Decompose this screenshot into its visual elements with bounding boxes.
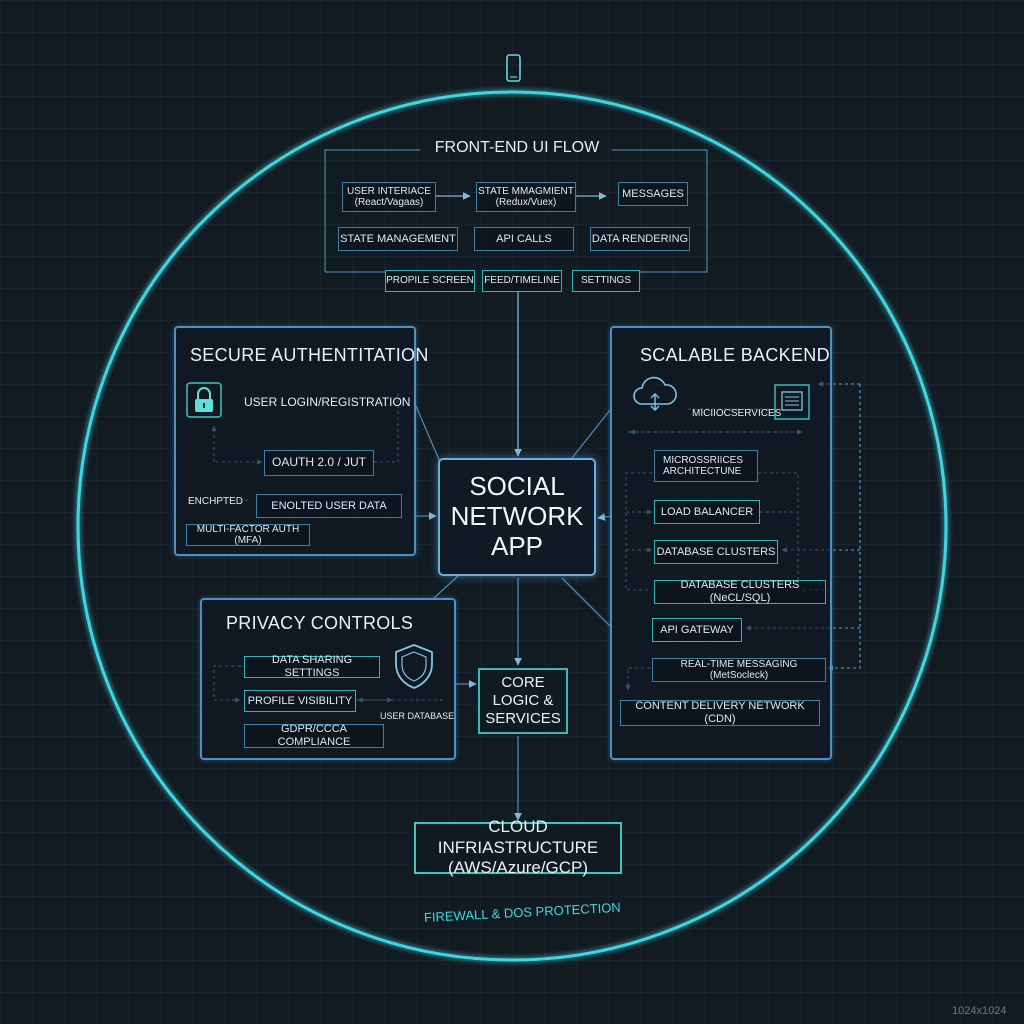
mfa-node: MULTI-FACTOR AUTH (MFA) (186, 524, 310, 546)
shield-icon (392, 642, 436, 690)
backend-title: SCALABLE BACKEND (640, 345, 830, 365)
auth-title: SECURE AUTHENTITATION (190, 345, 429, 365)
microservices-architecture-node: MICROSSRIICES ARCHITECTUNE (654, 450, 758, 482)
user-interface-node: USER INTERIACE (React/Vagaas) (342, 182, 436, 212)
data-sharing-settings-node: DATA SHARING SETTINGS (244, 654, 380, 679)
hub-spokes (415, 405, 613, 821)
padlock-icon (186, 382, 222, 418)
cloud-icon (630, 374, 680, 414)
social-network-app-hub: SOCIAL NETWORK APP (438, 458, 596, 576)
feed-timeline-node: FEED/TIMELINE (482, 270, 562, 292)
secure-authentication-panel: SECURE AUTHENTITATION USER LOGIN/REGISTR… (174, 326, 428, 556)
gdpr-compliance-node: GDPR/CCCA COMPLIANCE (244, 723, 384, 748)
encrypted-label: ENCHPTED (188, 496, 244, 507)
encrypted-user-data-node: ENOLTED USER DATA (256, 494, 402, 518)
outer-ring (76, 90, 948, 962)
mobile-phone-icon (506, 54, 521, 82)
api-gateway-node: API GATEWAY (652, 618, 742, 642)
microservices-label: MICIIOCSERVICES (692, 408, 782, 419)
messages-node: MESSAGES (618, 182, 688, 206)
server-icon (774, 384, 810, 420)
realtime-messaging-node: REAL-TIME MESSAGING (MetSocleck) (652, 658, 826, 682)
size-label: 1024x1024 (952, 1005, 1007, 1017)
cdn-node: CONTENT DELIVERY NETWORK (CDN) (620, 700, 820, 726)
user-login-label: USER LOGIN/REGISTRATION (244, 395, 411, 409)
state-management-redux-node: STATE MMAGMIENT (Redux/Vuex) (476, 182, 576, 212)
frontend-title: FRONT-END UI FLOW (434, 139, 600, 156)
oauth-node: OAUTH 2.0 / JUT (264, 450, 374, 476)
settings-node: SETTINGS (572, 270, 640, 292)
database-clusters-sql-node: DATABASE CLUSTERS (NeCL/SQL) (654, 579, 826, 604)
profile-visibility-node: PROFILE VISIBILITY (244, 690, 356, 712)
api-calls-node: API CALLS (474, 227, 574, 251)
privacy-controls-panel: PRIVACY CONTROLS DATA SHARING SETTINGS P… (200, 598, 456, 760)
cloud-infrastructure-node: CLOUD INFRIASTRUCTURE (AWS/Azure/GCP) (414, 817, 622, 877)
data-rendering-node: DATA RENDERING (590, 227, 690, 251)
core-logic-services-node: CORE LOGIC & SERVICES (478, 668, 568, 734)
privacy-title: PRIVACY CONTROLS (226, 613, 414, 633)
user-database-label: USER DATABASE (380, 711, 455, 721)
scalable-backend-panel: SCALABLE BACKEND MICIIOCSERVICES MICROSS… (610, 326, 832, 760)
frontend-frame-lines (324, 149, 708, 273)
database-clusters-node: DATABASE CLUSTERS (654, 540, 778, 564)
state-management-node: STATE MANAGEMENT (338, 227, 458, 251)
load-balancer-node: LOAD BALANCER (654, 500, 760, 524)
frontend-flow-links (436, 192, 607, 457)
profile-screen-node: PROPILE SCREEN (385, 270, 475, 292)
